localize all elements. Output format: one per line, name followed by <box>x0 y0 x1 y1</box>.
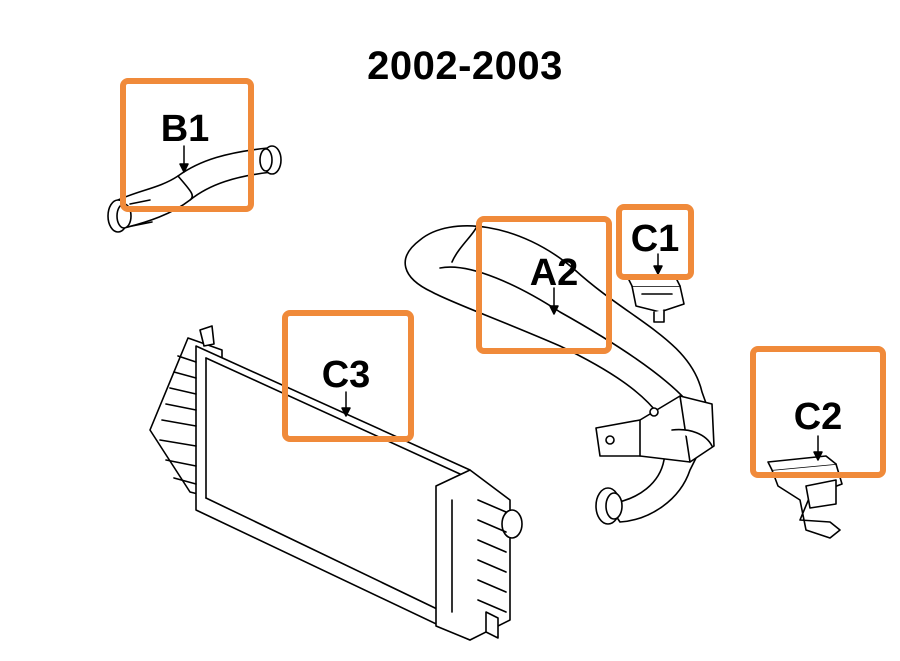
leader-arrows <box>179 145 823 461</box>
callout-label-c3: C3 <box>321 354 371 396</box>
callout-box-a2 <box>476 216 612 354</box>
callout-label-a2: A2 <box>529 252 579 294</box>
callout-box-c2 <box>750 346 886 478</box>
callout-label-c2: C2 <box>793 396 843 438</box>
sensor-drawing-c2 <box>767 455 843 539</box>
callout-box-b1 <box>120 78 254 212</box>
callout-label-c1: C1 <box>630 218 680 260</box>
callout-box-c1 <box>616 204 694 280</box>
callout-box-c3 <box>282 310 414 442</box>
callout-label-b1: B1 <box>160 108 210 150</box>
intercooler-drawing <box>149 325 523 641</box>
page-title: 2002-2003 <box>367 44 563 88</box>
sensor-drawing-c1 <box>627 277 685 323</box>
